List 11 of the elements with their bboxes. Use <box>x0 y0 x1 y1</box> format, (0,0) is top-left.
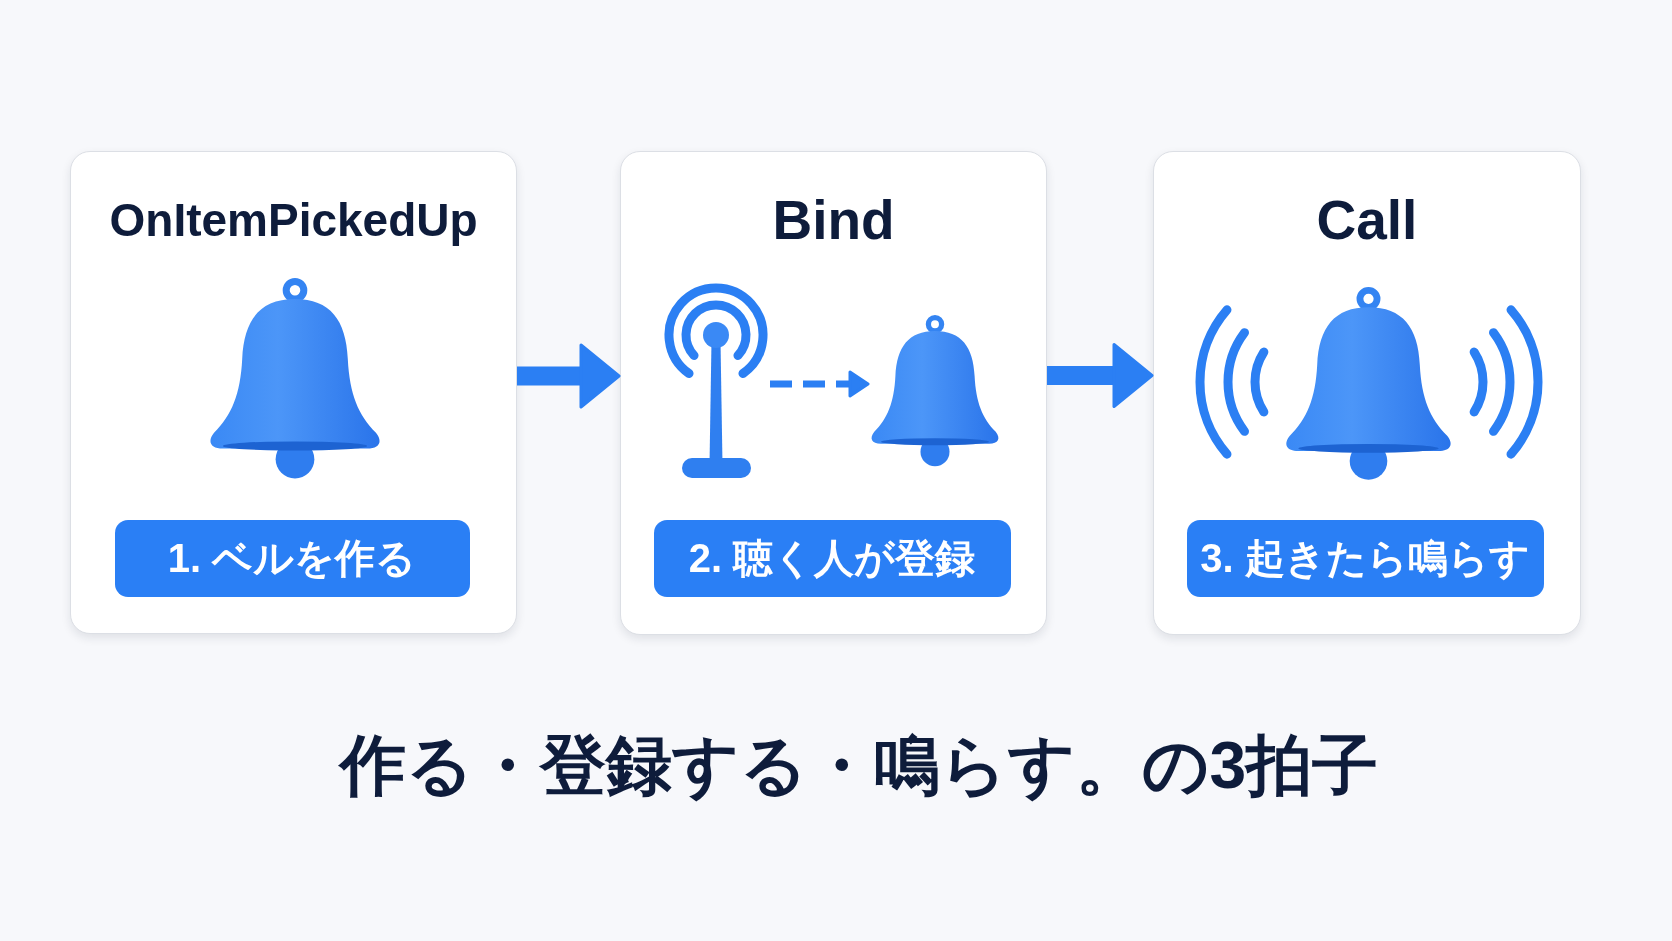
step-label: 3. 起きたら鳴らす <box>1186 519 1544 597</box>
step-label: 2. 聴く人が登録 <box>653 519 1011 597</box>
step-card <box>620 151 1047 635</box>
card-title: Bind <box>772 193 895 248</box>
arrow <box>517 343 621 409</box>
arrow <box>1047 343 1154 408</box>
step-card <box>70 151 517 634</box>
card-title: Call <box>1316 193 1418 248</box>
step-card <box>1153 151 1581 635</box>
caption: 作る・登録する・鳴らす。の3拍子 <box>339 728 1379 804</box>
step-label: 1. ベルを作る <box>114 519 470 597</box>
